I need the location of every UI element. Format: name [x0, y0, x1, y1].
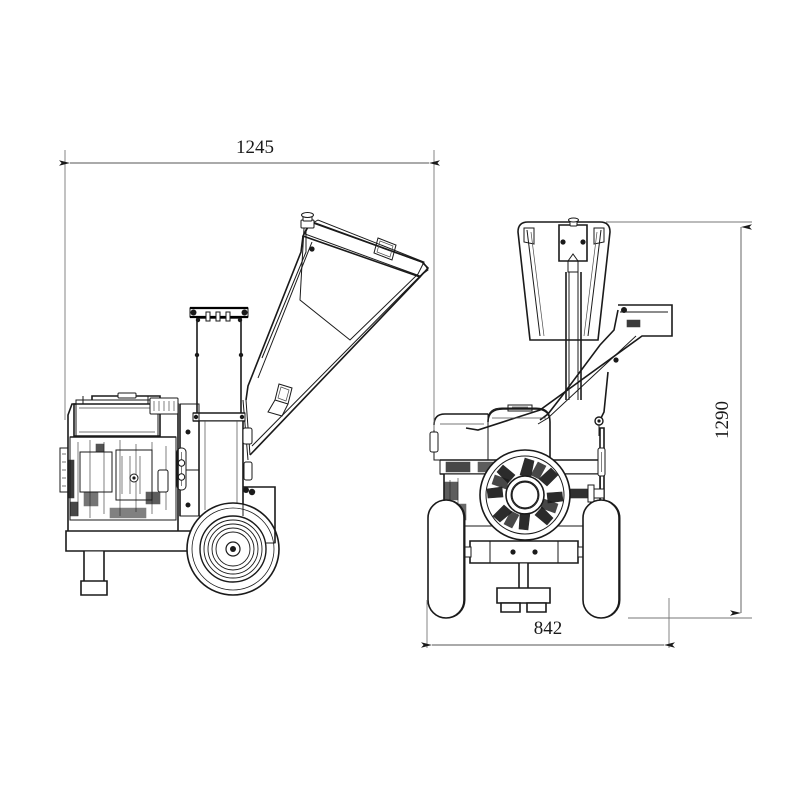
dimension-label-height: 1290	[712, 401, 733, 439]
dimension-overall-width: 842	[421, 598, 675, 648]
dimension-overall-height: 1290	[606, 221, 752, 619]
dimension-label-width: 842	[534, 618, 563, 639]
front-feed-hopper	[517, 217, 611, 400]
dimension-label-length: 1245	[236, 137, 274, 158]
front-engine-block	[429, 404, 617, 541]
front-view-group	[427, 217, 673, 619]
side-wheel	[186, 502, 280, 596]
side-fender-bracket	[242, 486, 276, 544]
side-engine-block	[59, 392, 179, 536]
dimension-overall-length: 1245	[59, 137, 440, 430]
side-discharge-chute	[176, 306, 253, 517]
side-view-group	[59, 212, 430, 596]
front-running-gear	[427, 499, 621, 619]
front-discharge-chute	[465, 304, 673, 436]
